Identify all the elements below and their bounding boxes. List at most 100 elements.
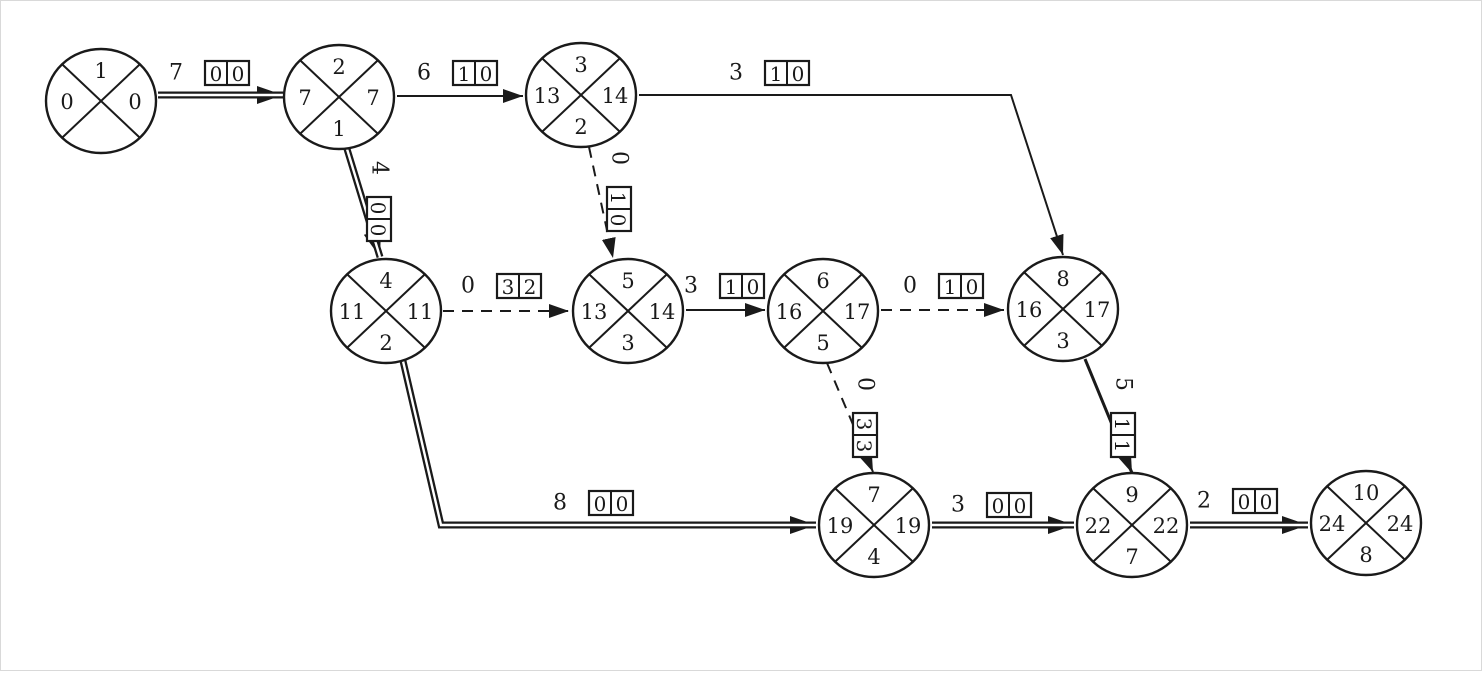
total-float: 1 bbox=[1110, 418, 1134, 431]
node-divider bbox=[1023, 271, 1103, 347]
node-earliest-time: 24 bbox=[1319, 512, 1346, 536]
node-divider bbox=[299, 59, 379, 135]
node-latest-time: 24 bbox=[1387, 512, 1414, 536]
total-float: 1 bbox=[944, 275, 957, 299]
edge-label-3-5: 0 1 0 bbox=[605, 151, 633, 233]
free-float: 0 bbox=[606, 214, 630, 227]
node-earliest-time: 19 bbox=[827, 514, 854, 538]
free-float: 3 bbox=[852, 440, 876, 453]
total-float: 0 bbox=[594, 492, 607, 516]
activity-arrow bbox=[639, 94, 1064, 256]
node-latest-time: 14 bbox=[602, 84, 629, 108]
free-float: 1 bbox=[1110, 440, 1134, 453]
node-bottom-value: 2 bbox=[574, 115, 587, 139]
node-bottom-value: 2 bbox=[379, 331, 392, 355]
node-divider bbox=[1092, 487, 1172, 563]
edge-duration: 0 bbox=[607, 151, 632, 165]
node-earliest-time: 11 bbox=[339, 300, 366, 324]
node-earliest-time: 13 bbox=[581, 300, 608, 324]
total-float: 0 bbox=[210, 62, 223, 86]
edge-duration: 3 bbox=[729, 61, 743, 86]
edge-duration: 0 bbox=[853, 377, 878, 391]
edges-layer bbox=[158, 86, 1308, 534]
node-latest-time: 11 bbox=[407, 300, 434, 324]
node-4: 4 11 11 2 bbox=[329, 257, 443, 365]
node-number: 9 bbox=[1125, 483, 1138, 507]
node-bottom-value: 1 bbox=[332, 117, 345, 141]
edge-label-6-7: 0 3 3 bbox=[851, 377, 879, 459]
node-number: 8 bbox=[1056, 267, 1069, 291]
edge-duration: 7 bbox=[169, 61, 183, 86]
node-number: 7 bbox=[867, 483, 880, 507]
free-float: 0 bbox=[232, 62, 245, 86]
node-earliest-time: 13 bbox=[534, 84, 561, 108]
node-earliest-time: 7 bbox=[298, 86, 311, 110]
node-latest-time: 17 bbox=[1084, 298, 1111, 322]
edge-label-2-4: 400 bbox=[365, 161, 393, 243]
node-earliest-time: 16 bbox=[776, 300, 803, 324]
free-float: 2 bbox=[524, 275, 537, 299]
node-number: 5 bbox=[621, 269, 634, 293]
node-bottom-value: 3 bbox=[1056, 329, 1069, 353]
free-float: 0 bbox=[1260, 490, 1273, 514]
node-divider bbox=[346, 273, 426, 349]
node-divider bbox=[61, 63, 141, 139]
edge-3-8 bbox=[639, 94, 1064, 256]
free-float: 0 bbox=[480, 62, 493, 86]
node-10: 10 24 24 8 bbox=[1309, 469, 1423, 577]
free-float: 0 bbox=[366, 224, 390, 237]
total-float: 0 bbox=[1238, 490, 1251, 514]
critical-arrow-inner bbox=[401, 360, 816, 527]
node-latest-time: 17 bbox=[844, 300, 871, 324]
node-earliest-time: 16 bbox=[1016, 298, 1043, 322]
total-float: 1 bbox=[725, 275, 738, 299]
total-float: 1 bbox=[458, 62, 471, 86]
edge-label-8-9: 511 bbox=[1109, 377, 1137, 459]
node-bottom-value: 7 bbox=[1125, 545, 1138, 569]
edge-duration: 0 bbox=[903, 274, 917, 299]
node-bottom-value: 5 bbox=[816, 331, 829, 355]
node-6: 6 16 17 5 bbox=[766, 257, 880, 365]
edge-duration: 2 bbox=[1197, 489, 1211, 514]
total-float: 1 bbox=[606, 192, 630, 205]
total-float: 0 bbox=[366, 202, 390, 215]
edge-duration: 3 bbox=[951, 493, 965, 518]
free-float: 0 bbox=[792, 62, 805, 86]
total-float: 3 bbox=[502, 275, 515, 299]
node-latest-time: 0 bbox=[128, 90, 141, 114]
node-divider bbox=[834, 487, 914, 563]
node-number: 10 bbox=[1353, 481, 1380, 505]
total-float: 1 bbox=[770, 62, 783, 86]
node-bottom-value: 8 bbox=[1359, 543, 1372, 567]
total-float: 0 bbox=[992, 494, 1005, 518]
node-divider bbox=[783, 273, 863, 349]
node-latest-time: 19 bbox=[895, 514, 922, 538]
node-latest-time: 7 bbox=[366, 86, 379, 110]
edge-duration: 6 bbox=[417, 61, 431, 86]
free-float: 0 bbox=[616, 492, 629, 516]
total-float: 3 bbox=[852, 418, 876, 431]
edge-duration: 8 bbox=[553, 491, 567, 516]
node-number: 6 bbox=[816, 269, 829, 293]
node-number: 4 bbox=[379, 269, 392, 293]
edge-duration: 3 bbox=[684, 274, 698, 299]
node-1: 10 0 bbox=[44, 47, 158, 155]
node-bottom-value: 4 bbox=[867, 545, 880, 569]
node-divider bbox=[541, 57, 621, 133]
node-number: 1 bbox=[94, 59, 107, 83]
node-earliest-time: 0 bbox=[60, 90, 73, 114]
